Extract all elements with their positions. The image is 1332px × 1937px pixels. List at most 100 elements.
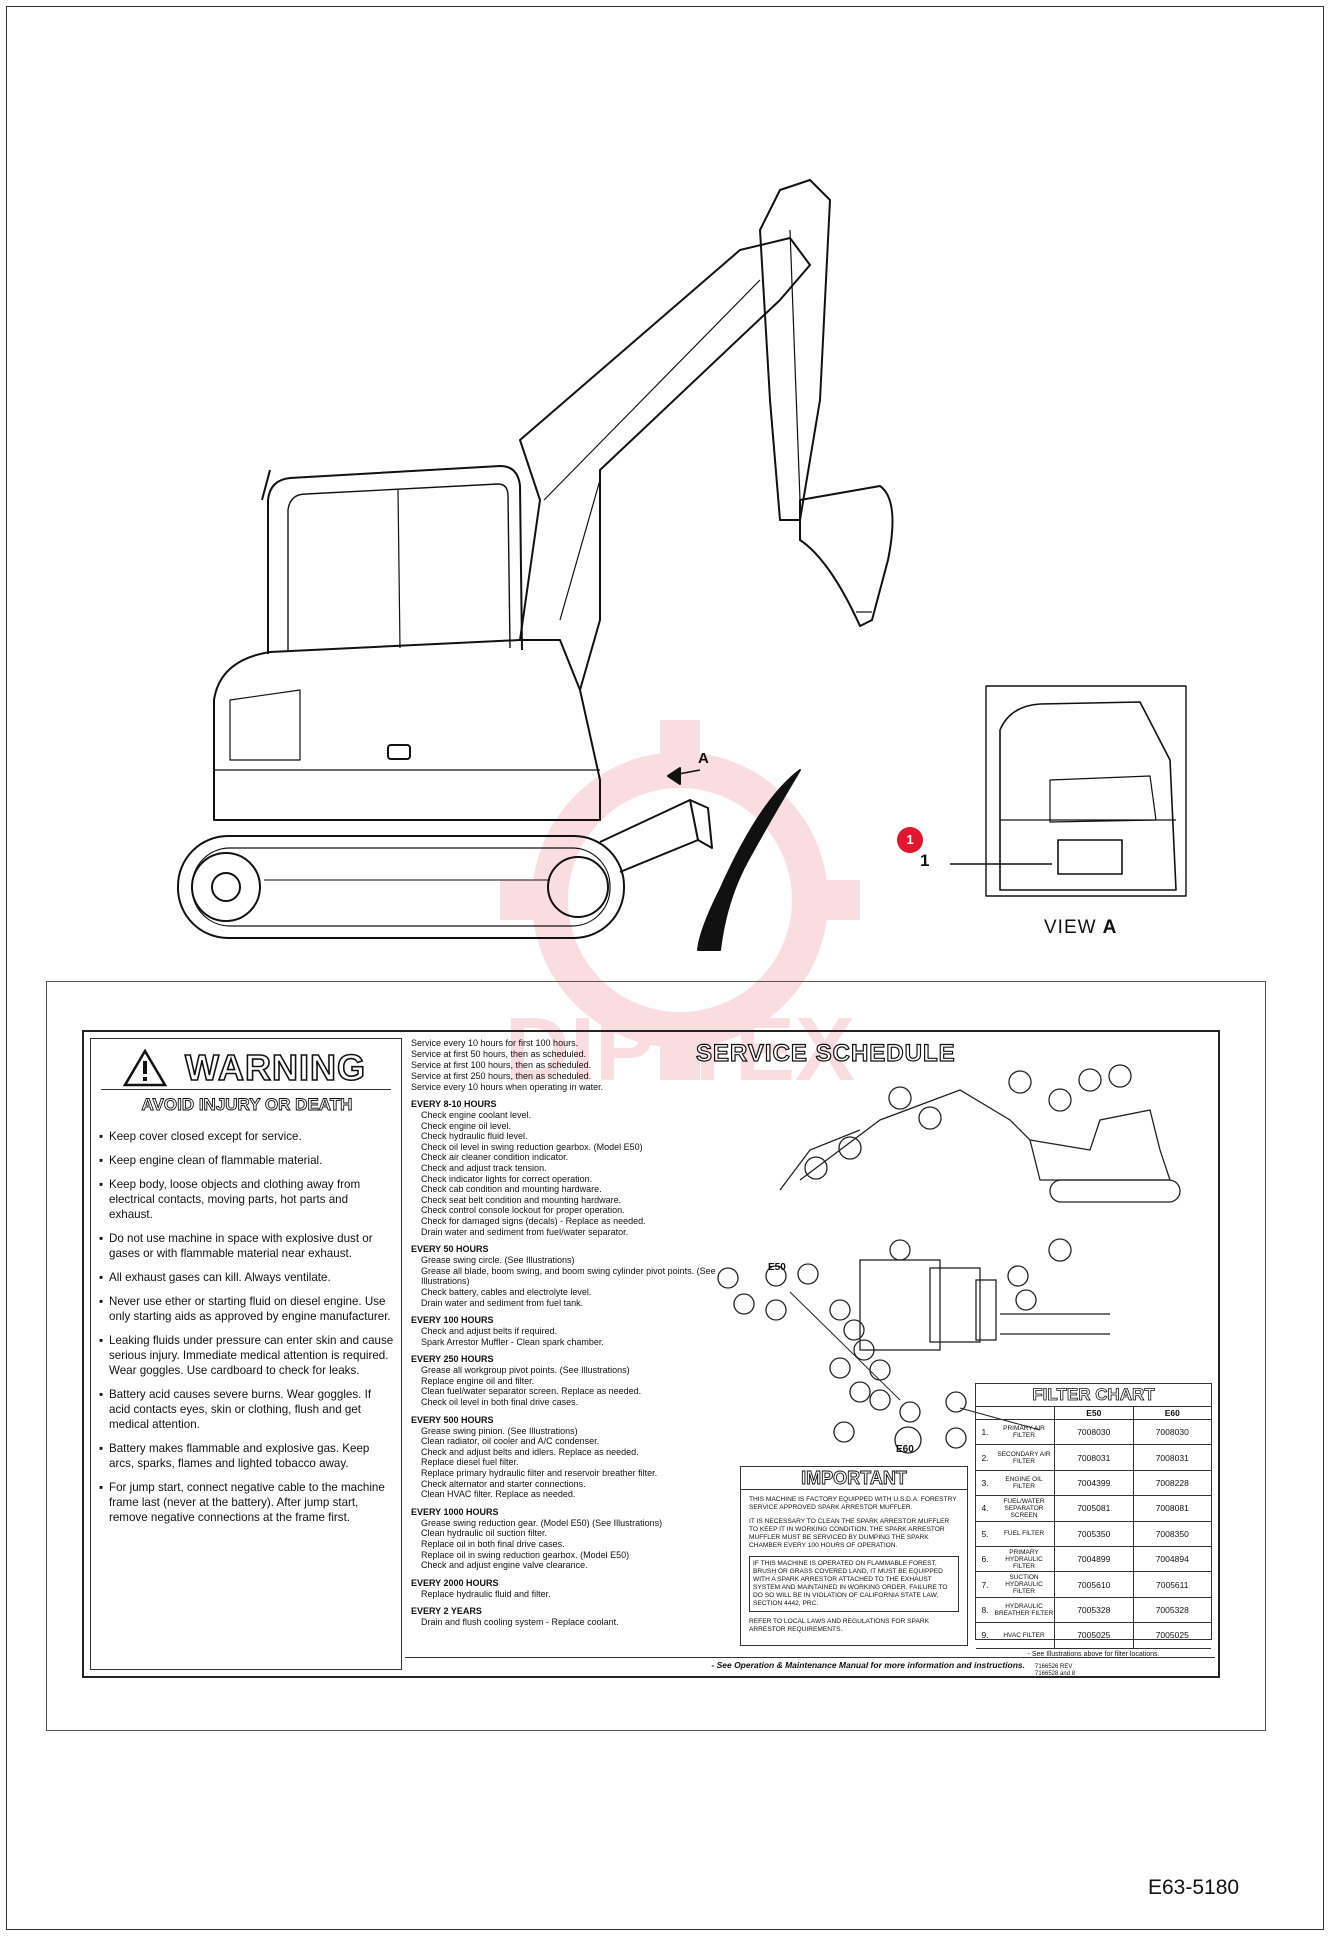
filter-part-e50: 7004399 xyxy=(1054,1470,1133,1496)
schedule-task: Spark Arrestor Muffler - Clean spark cha… xyxy=(421,1336,604,1347)
schedule-task: Replace oil in both final drive cases. xyxy=(421,1539,565,1549)
warning-item: Do not use machine in space with explosi… xyxy=(99,1231,395,1261)
filter-chart-note: - See Illustrations above for filter loc… xyxy=(1027,1650,1160,1658)
warning-item: Never use ether or starting fluid on die… xyxy=(99,1294,395,1324)
legend-item: Service at first 100 hours, then as sche… xyxy=(411,1060,592,1070)
drive-sprocket xyxy=(191,852,261,922)
schedule-task: Grease swing reduction gear. (Model E50)… xyxy=(421,1517,663,1528)
warning-item: All exhaust gases can kill. Always venti… xyxy=(99,1270,395,1285)
dozer-blade xyxy=(599,799,699,873)
callout-badge[interactable]: 1 xyxy=(897,827,923,853)
important-title: IMPORTANT xyxy=(741,1467,967,1490)
service-decal xyxy=(82,1030,1220,1678)
col-e50: E50 xyxy=(1054,1407,1133,1419)
schedule-task: Check for damaged signs (decals) - Repla… xyxy=(421,1215,646,1226)
filter-name: PRIMARY HYDRAULIC FILTER xyxy=(1005,1548,1043,1570)
corner-codes: 7166526 REV 7166528 and 8 xyxy=(1035,1664,1075,1678)
corner-code-1: 7166526 REV xyxy=(1035,1664,1073,1670)
schedule-task: Check alternator and starter connections… xyxy=(421,1478,586,1489)
view-a-inset xyxy=(985,685,1187,897)
filter-number: 4. xyxy=(981,1503,989,1514)
important-text-3: IF THIS MACHINE IS OPERATED ON FLAMMABLE… xyxy=(749,1556,959,1612)
legend-item: Service at first 250 hours, then as sche… xyxy=(411,1071,592,1081)
schedule-legend: Service every 10 hours for first 100 hou… xyxy=(411,1038,735,1093)
warning-item: Keep engine clean of flammable material. xyxy=(99,1153,395,1168)
schedule-task: Check engine oil level. xyxy=(421,1120,512,1131)
schedule-task: Grease all workgroup pivot points. (See … xyxy=(421,1365,630,1376)
filter-chart-title: FILTER CHART xyxy=(976,1384,1211,1407)
filter-part-e60: 7005611 xyxy=(1132,1572,1212,1597)
schedule-title: SERVICE SCHEDULE xyxy=(695,1039,956,1067)
bucket xyxy=(799,485,894,627)
schedule-task: Grease swing pinion. (See Illustrations) xyxy=(421,1425,578,1436)
footer-text: - See Operation & Maintenance Manual for… xyxy=(711,1660,1025,1670)
cab xyxy=(267,465,523,654)
warning-panel: WARNING AVOID INJURY OR DEATH Keep cover… xyxy=(90,1038,402,1670)
schedule-task: Check cab condition and mounting hardwar… xyxy=(421,1184,602,1195)
callout-number: 1 xyxy=(920,851,930,870)
important-box: IMPORTANT THIS MACHINE IS FACTORY EQUIPP… xyxy=(740,1466,968,1646)
model-tag-e50: E50 xyxy=(768,1262,786,1273)
filter-name: FUEL FILTER xyxy=(1003,1530,1045,1538)
filter-name: PRIMARY AIR FILTER xyxy=(1003,1425,1045,1440)
decal-location xyxy=(1057,839,1123,875)
filter-number: 3. xyxy=(981,1477,989,1488)
warning-item: Battery acid causes severe burns. Wear g… xyxy=(99,1387,395,1432)
filter-part-e50: 7008031 xyxy=(1054,1445,1133,1470)
legend-item: Service every 10 hours for first 100 hou… xyxy=(411,1038,579,1048)
schedule-task: Check engine coolant level. xyxy=(421,1110,532,1120)
schedule-interval: EVERY 100 HOURS xyxy=(411,1315,494,1326)
schedule-task: Drain water and sediment from fuel tank. xyxy=(421,1297,584,1308)
schedule-task: Clean HVAC filter. Replace as needed. xyxy=(421,1489,576,1500)
upper-body xyxy=(213,639,601,821)
boom xyxy=(519,237,811,691)
track xyxy=(177,835,625,939)
schedule-task: Drain water and sediment from fuel/water… xyxy=(421,1226,629,1237)
schedule-task: Drain and flush cooling system - Replace… xyxy=(421,1617,619,1628)
filter-part-e60: 7005328 xyxy=(1132,1597,1212,1623)
col-e60: E60 xyxy=(1132,1407,1212,1419)
view-letter: A xyxy=(1102,917,1118,938)
important-text-4: REFER TO LOCAL LAWS AND REGULATIONS FOR … xyxy=(749,1618,930,1633)
filter-number: 9. xyxy=(981,1630,989,1641)
schedule-task: Check and adjust engine valve clearance. xyxy=(421,1560,588,1571)
schedule-task: Replace diesel fuel filter. xyxy=(421,1457,519,1468)
schedule-footer: - See Operation & Maintenance Manual for… xyxy=(405,1657,1215,1670)
filter-part-e60: 7008030 xyxy=(1132,1420,1212,1445)
important-text-2: IT IS NECESSARY TO CLEAN THE SPARK ARRES… xyxy=(749,1518,950,1549)
schedule-interval: EVERY 2 YEARS xyxy=(411,1606,482,1617)
drawing-sheet xyxy=(6,6,1324,1930)
schedule-task: Clean hydraulic oil suction filter. xyxy=(421,1528,548,1539)
filter-number: 2. xyxy=(981,1452,989,1463)
filter-number: 8. xyxy=(981,1604,989,1615)
filter-part-e50: 7005350 xyxy=(1054,1521,1133,1546)
filter-number: 7. xyxy=(981,1579,989,1590)
schedule-interval: EVERY 8-10 HOURS xyxy=(411,1099,497,1109)
filter-number: 5. xyxy=(981,1528,989,1539)
warning-item: Keep body, loose objects and clothing aw… xyxy=(99,1177,395,1222)
schedule-interval: EVERY 2000 HOURS xyxy=(411,1577,499,1588)
schedule-task: Grease swing circle. (See Illustrations) xyxy=(421,1255,575,1266)
filter-part-e50: 7005081 xyxy=(1054,1496,1133,1521)
warning-triangle-icon xyxy=(123,1049,167,1087)
filter-part-e50: 7008030 xyxy=(1054,1420,1133,1445)
schedule-task: Check and adjust belts and idlers. Repla… xyxy=(421,1446,639,1457)
warning-item: For jump start, connect negative cable t… xyxy=(99,1480,395,1525)
part-id: E63-5180 xyxy=(1148,1876,1240,1899)
filter-chart: FILTER CHART E50 E60 1.PRIMARY AIR FILTE… xyxy=(975,1383,1212,1658)
schedule-task: Check control console lockout for proper… xyxy=(421,1205,625,1216)
warning-subtitle: AVOID INJURY OR DEATH xyxy=(141,1095,353,1115)
warning-title: WARNING xyxy=(184,1046,366,1089)
schedule-task: Grease all blade, boom swing, and boom s… xyxy=(421,1265,716,1287)
